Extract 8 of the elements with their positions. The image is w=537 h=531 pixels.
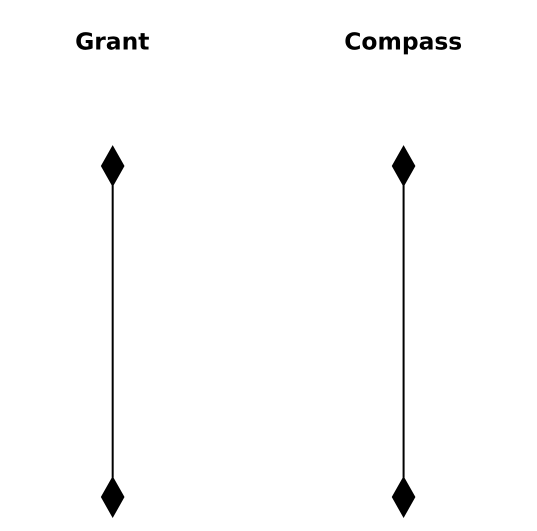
node-diamond <box>391 145 415 187</box>
node-diamond <box>391 476 415 518</box>
node-diamond <box>100 476 124 518</box>
connector <box>111 185 114 478</box>
connector <box>402 185 404 478</box>
label: Grant <box>74 27 149 56</box>
label: Compass <box>344 27 462 56</box>
node-diamond <box>100 145 124 187</box>
